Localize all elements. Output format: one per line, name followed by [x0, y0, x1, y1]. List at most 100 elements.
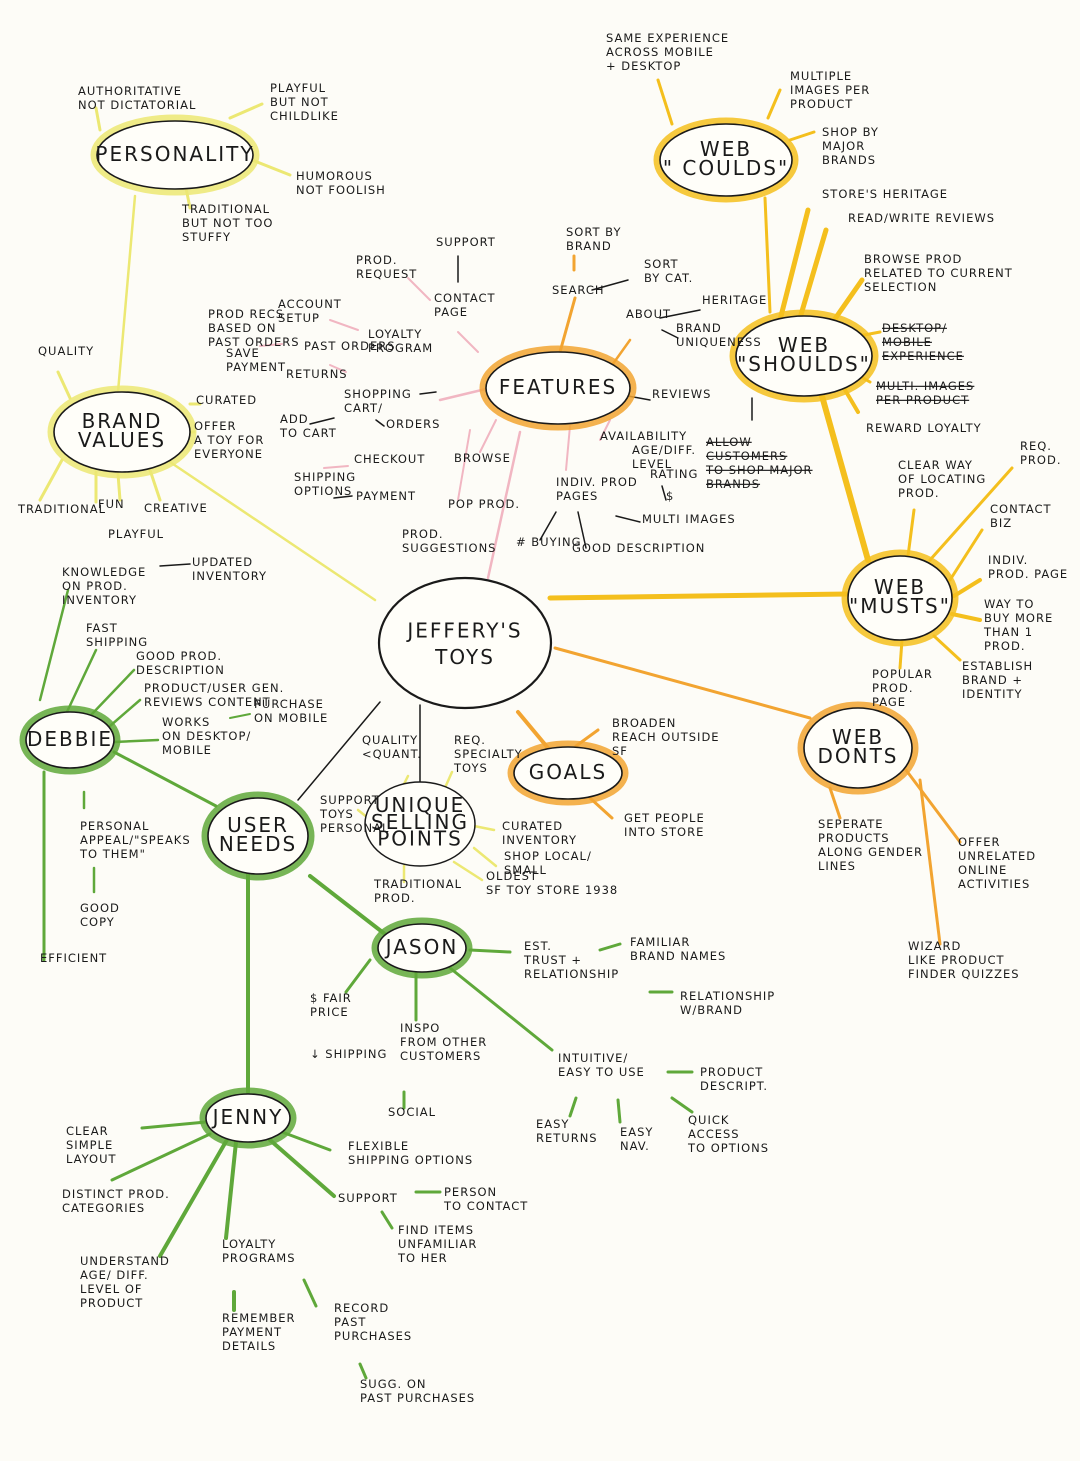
connector-line	[329, 319, 359, 331]
connector-line	[598, 942, 622, 952]
hub-label: WEB	[874, 575, 926, 599]
label-f-about: ABOUT	[626, 307, 671, 321]
label-line: OF LOCATING	[898, 472, 986, 486]
label-j-ship: ↓ SHIPPING	[310, 1047, 386, 1061]
label-line: PROD.	[872, 681, 914, 695]
label-f-buying: # BUYING	[516, 535, 581, 549]
label-line: APPEAL/"SPEAKS	[80, 833, 191, 847]
label-line: EFFICIENT	[40, 951, 107, 965]
hub-label: NEEDS	[219, 832, 297, 856]
label-line: DESKTOP/	[882, 321, 947, 335]
label-line: TRADITIONAL	[181, 202, 270, 216]
label-line: LINES	[818, 859, 856, 873]
label-line: BIZ	[990, 516, 1012, 530]
label-line: PRODUCTS	[818, 831, 890, 845]
label-line: PROD.	[984, 639, 1026, 653]
label-line: TO CONTACT	[443, 1199, 528, 1213]
label-line: SOCIAL	[388, 1105, 436, 1119]
connector-line	[64, 648, 98, 716]
hub-label: DEBBIE	[27, 727, 113, 751]
label-line: W/BRAND	[680, 1003, 743, 1017]
label-line: <QUANT.	[362, 747, 422, 761]
connector-line	[250, 158, 292, 177]
label-db-good: GOOD PROD.DESCRIPTION	[136, 649, 224, 677]
hub-label: WEB	[778, 333, 830, 357]
label-s-reviews: READ/WRITE REVIEWS	[848, 211, 995, 225]
label-line: CREATIVE	[144, 501, 208, 515]
hub-outline	[377, 576, 553, 710]
hub-nodes: JEFFERY'STOYSPERSONALITYBRANDVALUESFEATU…	[19, 114, 959, 1149]
label-line: FINDER QUIZZES	[908, 967, 1020, 981]
label-line: BRAND NAMES	[630, 949, 726, 963]
connector-line	[297, 701, 381, 801]
label-line: BASED ON	[208, 321, 277, 335]
label-line: IDENTITY	[962, 687, 1023, 701]
connector-line	[656, 78, 674, 126]
label-line: NOT FOOLISH	[296, 183, 386, 197]
label-line: ABOUT	[626, 307, 671, 321]
label-line: ON DESKTOP/	[162, 729, 251, 743]
label-line: TO HER	[397, 1251, 448, 1265]
label-line: PAYMENT	[356, 489, 416, 503]
label-line: MAJOR	[822, 139, 865, 153]
hub-debbie: DEBBIE	[19, 705, 121, 775]
label-line: $ FAIR	[310, 991, 352, 1005]
hub-label: WEB	[700, 137, 752, 161]
label-line: QUALITY	[362, 733, 418, 747]
label-line: PAGE	[872, 695, 906, 709]
label-line: PAGE	[434, 305, 468, 319]
label-line: CURATED	[502, 819, 563, 833]
connector-line	[268, 1138, 336, 1198]
label-line: EST.	[524, 939, 552, 953]
label-line: PRODUCT/USER GEN.	[144, 681, 284, 695]
label-f-multi: MULTI IMAGES	[642, 512, 735, 526]
label-f-heritage: HERITAGE	[702, 293, 766, 307]
label-b-playful: PLAYFUL	[108, 527, 163, 541]
hub-highlight	[47, 385, 197, 479]
label-line: CHILDLIKE	[270, 109, 339, 123]
connector-line	[380, 1210, 394, 1230]
label-line: CUSTOMERS	[400, 1049, 481, 1063]
label-line: SPECIALTY	[454, 747, 523, 761]
label-line: EASY	[620, 1125, 653, 1139]
connector-line	[904, 768, 962, 844]
label-line: ACCOUNT	[278, 297, 342, 311]
label-line: SHIPPING	[86, 635, 148, 649]
label-f-returns: RETURNS	[286, 367, 347, 381]
connector-line	[229, 713, 251, 719]
label-line: PURCHASE	[254, 697, 324, 711]
hub-label: " COULDS"	[663, 156, 789, 180]
label-line: UNRELATED	[958, 849, 1036, 863]
label-line: REACH OUTSIDE	[612, 730, 720, 744]
label-line: ADD	[280, 412, 309, 426]
hub-web-musts: WEB"MUSTS"	[841, 549, 959, 647]
label-line: DISTINCT PROD.	[62, 1187, 170, 1201]
hub-label: JENNY	[211, 1105, 284, 1129]
connector-line	[375, 419, 385, 427]
label-line: READ/WRITE REVIEWS	[848, 211, 995, 225]
label-f-avail: AVAILABILITY	[600, 429, 686, 443]
label-line: OPTIONS	[294, 484, 352, 498]
label-line: BROWSE	[454, 451, 511, 465]
hub-label: TOYS	[434, 645, 495, 669]
hub-highlight	[19, 705, 121, 775]
label-line: CUSTOMERS	[706, 449, 787, 463]
connector-line	[302, 1278, 318, 1308]
connector-line	[932, 634, 962, 662]
